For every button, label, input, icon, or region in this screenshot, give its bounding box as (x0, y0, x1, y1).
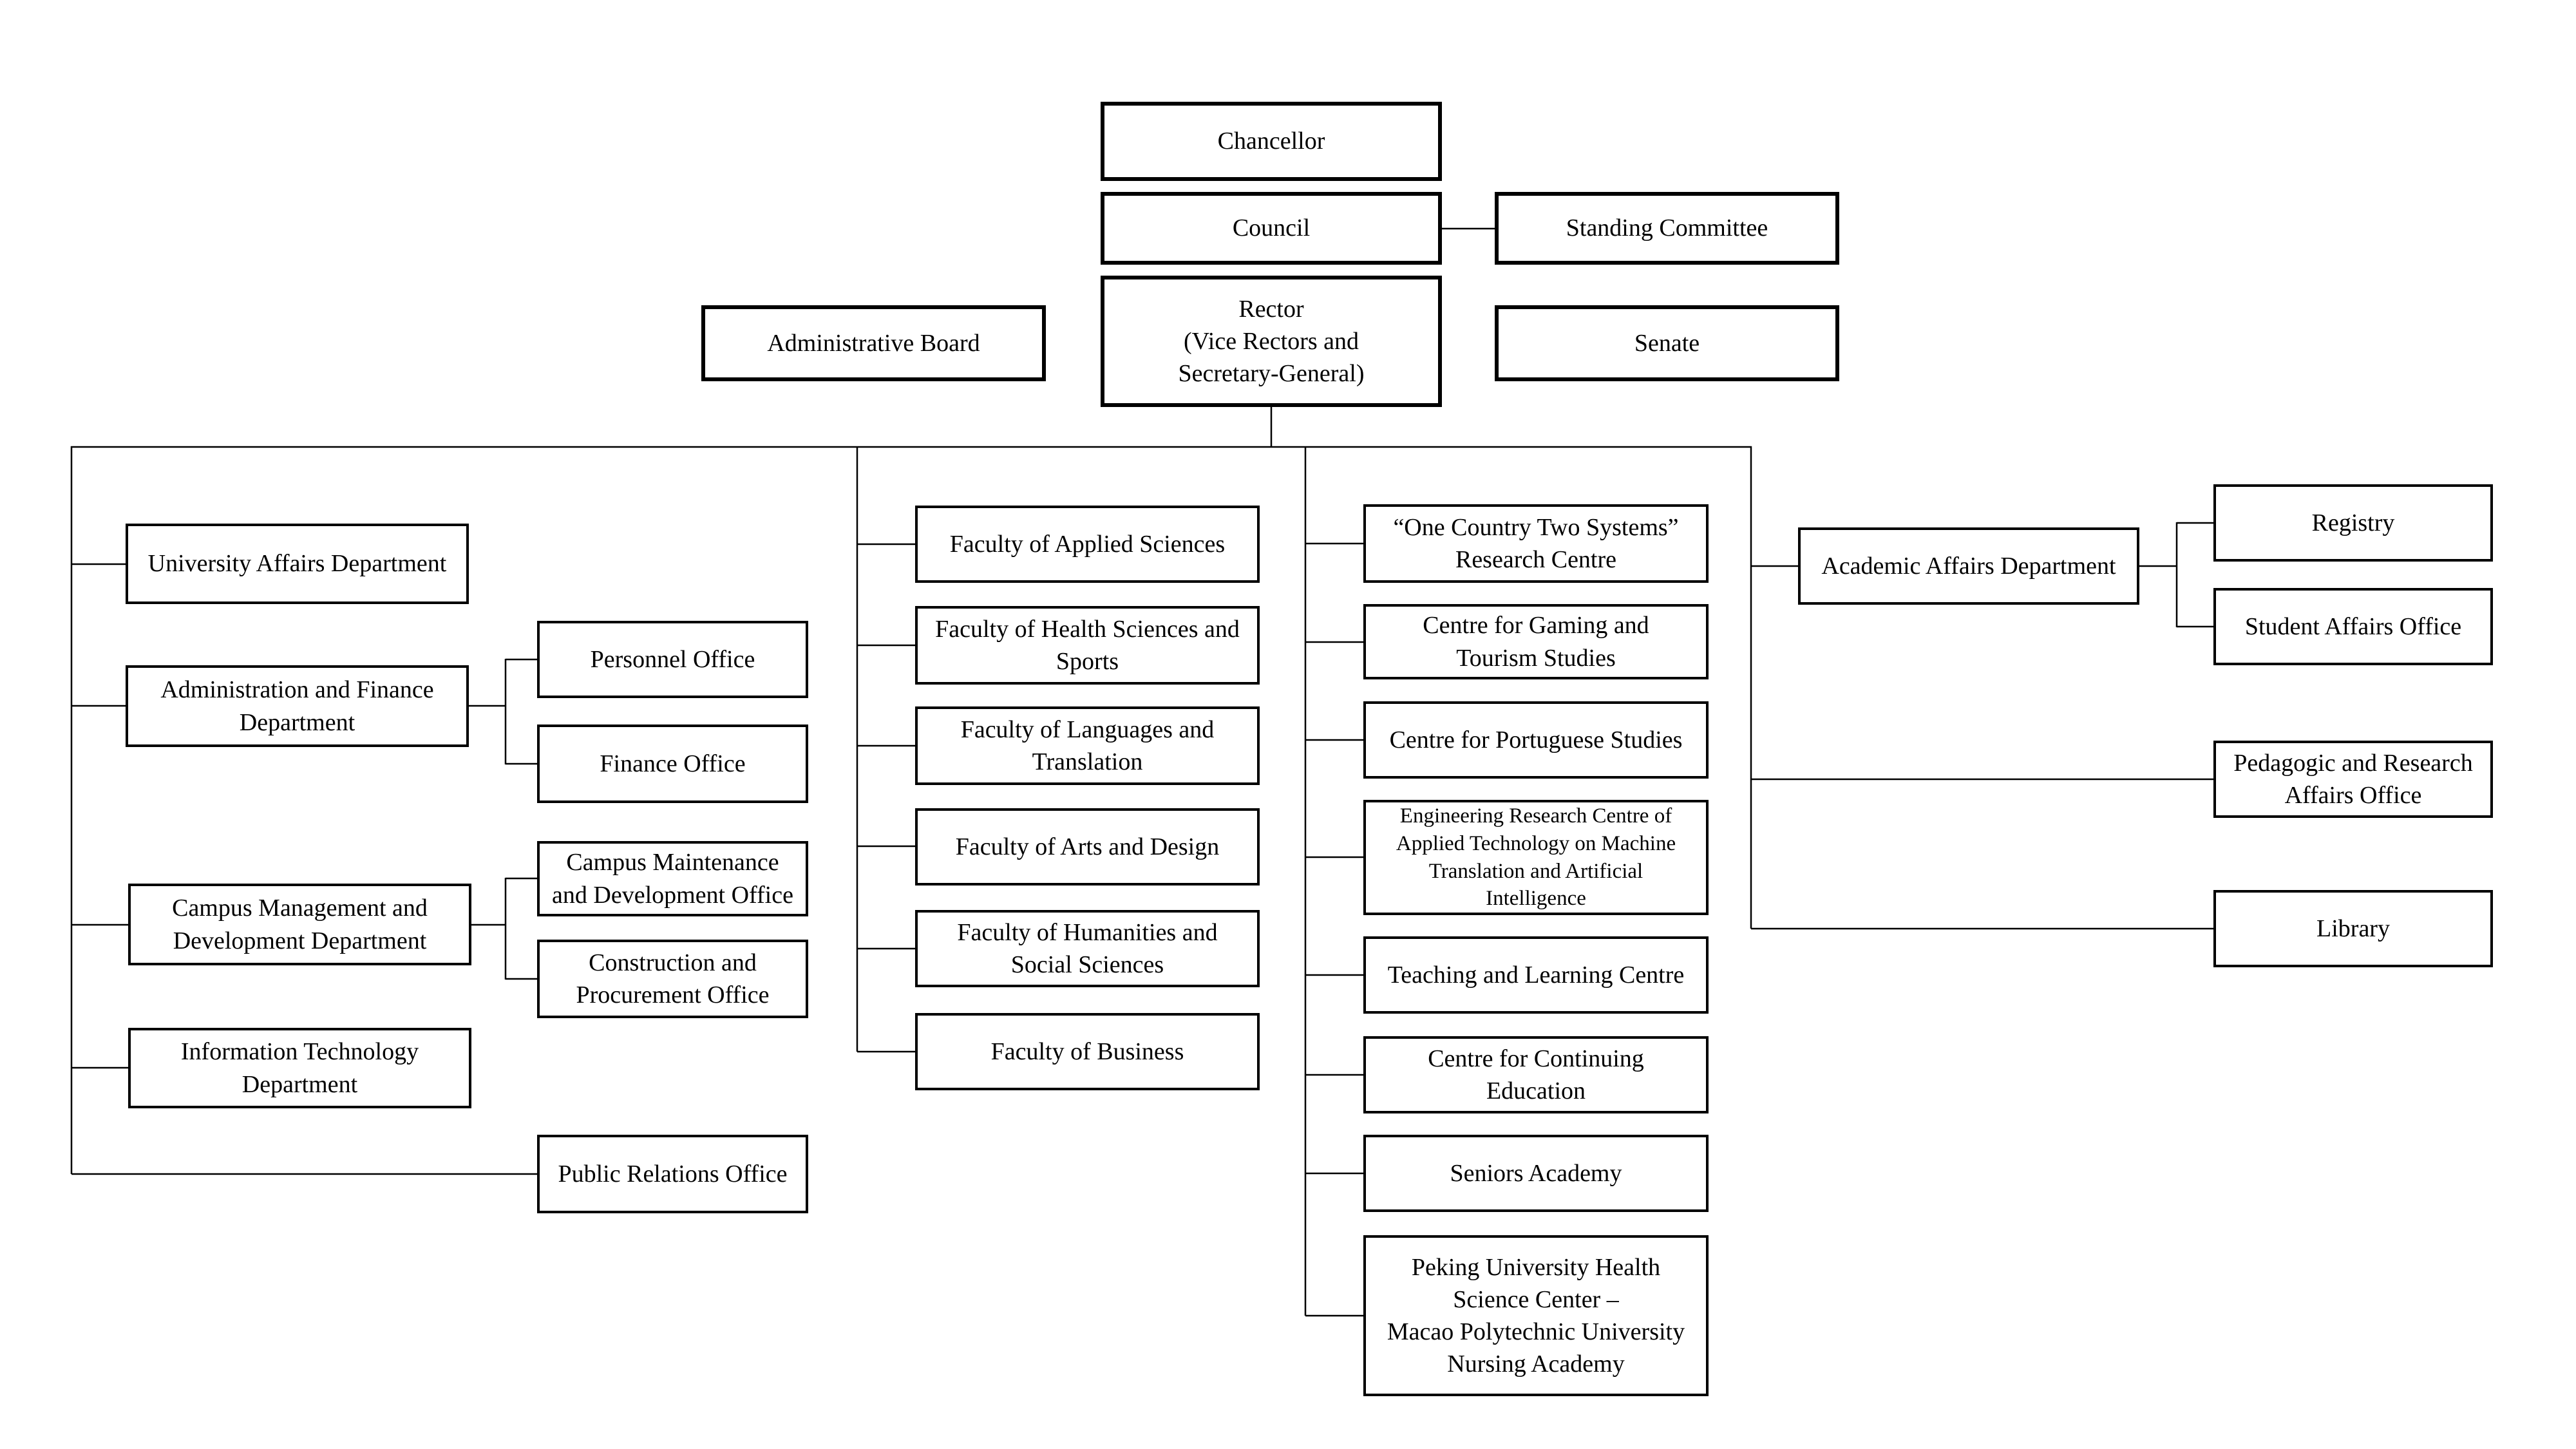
node-construction-procurement-office: Construction and Procurement Office (537, 940, 808, 1018)
node-academic-affairs-department: Academic Affairs Department (1798, 527, 2139, 605)
node-personnel-office: Personnel Office (537, 621, 808, 698)
node-faculty-health-sciences-sports: Faculty of Health Sciences and Sports (915, 606, 1260, 685)
node-pedagogic-research-affairs-office: Pedagogic and Research Affairs Office (2213, 741, 2493, 818)
node-faculty-humanities-social-sciences: Faculty of Humanities and Social Science… (915, 910, 1260, 987)
node-campus-management-department: Campus Management and Development Depart… (128, 884, 471, 965)
node-faculty-arts-design: Faculty of Arts and Design (915, 808, 1260, 886)
node-administrative-board: Administrative Board (701, 305, 1046, 381)
node-faculty-business: Faculty of Business (915, 1013, 1260, 1090)
node-administration-finance-department: Administration and Finance Department (126, 665, 469, 747)
node-seniors-academy: Seniors Academy (1363, 1135, 1709, 1212)
node-public-relations-office: Public Relations Office (537, 1135, 808, 1213)
node-faculty-languages-translation: Faculty of Languages and Translation (915, 706, 1260, 785)
node-library: Library (2213, 890, 2493, 967)
node-standing-committee: Standing Committee (1495, 192, 1839, 265)
node-faculty-applied-sciences: Faculty of Applied Sciences (915, 506, 1260, 583)
node-campus-maintenance-office: Campus Maintenance and Development Offic… (537, 841, 808, 916)
node-portuguese-studies-centre: Centre for Portuguese Studies (1363, 701, 1709, 779)
node-teaching-learning-centre: Teaching and Learning Centre (1363, 936, 1709, 1014)
node-engineering-research-centre: Engineering Research Centre of Applied T… (1363, 800, 1709, 915)
node-council: Council (1101, 192, 1442, 265)
node-information-technology-department: Information Technology Department (128, 1028, 471, 1108)
node-chancellor: Chancellor (1101, 102, 1442, 181)
node-gaming-tourism-centre: Centre for Gaming and Tourism Studies (1363, 604, 1709, 679)
node-rector: Rector (Vice Rectors and Secretary-Gener… (1101, 276, 1442, 407)
node-octs-research-centre: “One Country Two Systems” Research Centr… (1363, 504, 1709, 583)
node-finance-office: Finance Office (537, 724, 808, 803)
node-peking-nursing-academy: Peking University Health Science Center … (1363, 1235, 1709, 1396)
node-continuing-education-centre: Centre for Continuing Education (1363, 1036, 1709, 1113)
node-student-affairs-office: Student Affairs Office (2213, 588, 2493, 665)
node-university-affairs-department: University Affairs Department (126, 524, 469, 604)
node-registry: Registry (2213, 484, 2493, 562)
node-senate: Senate (1495, 305, 1839, 381)
